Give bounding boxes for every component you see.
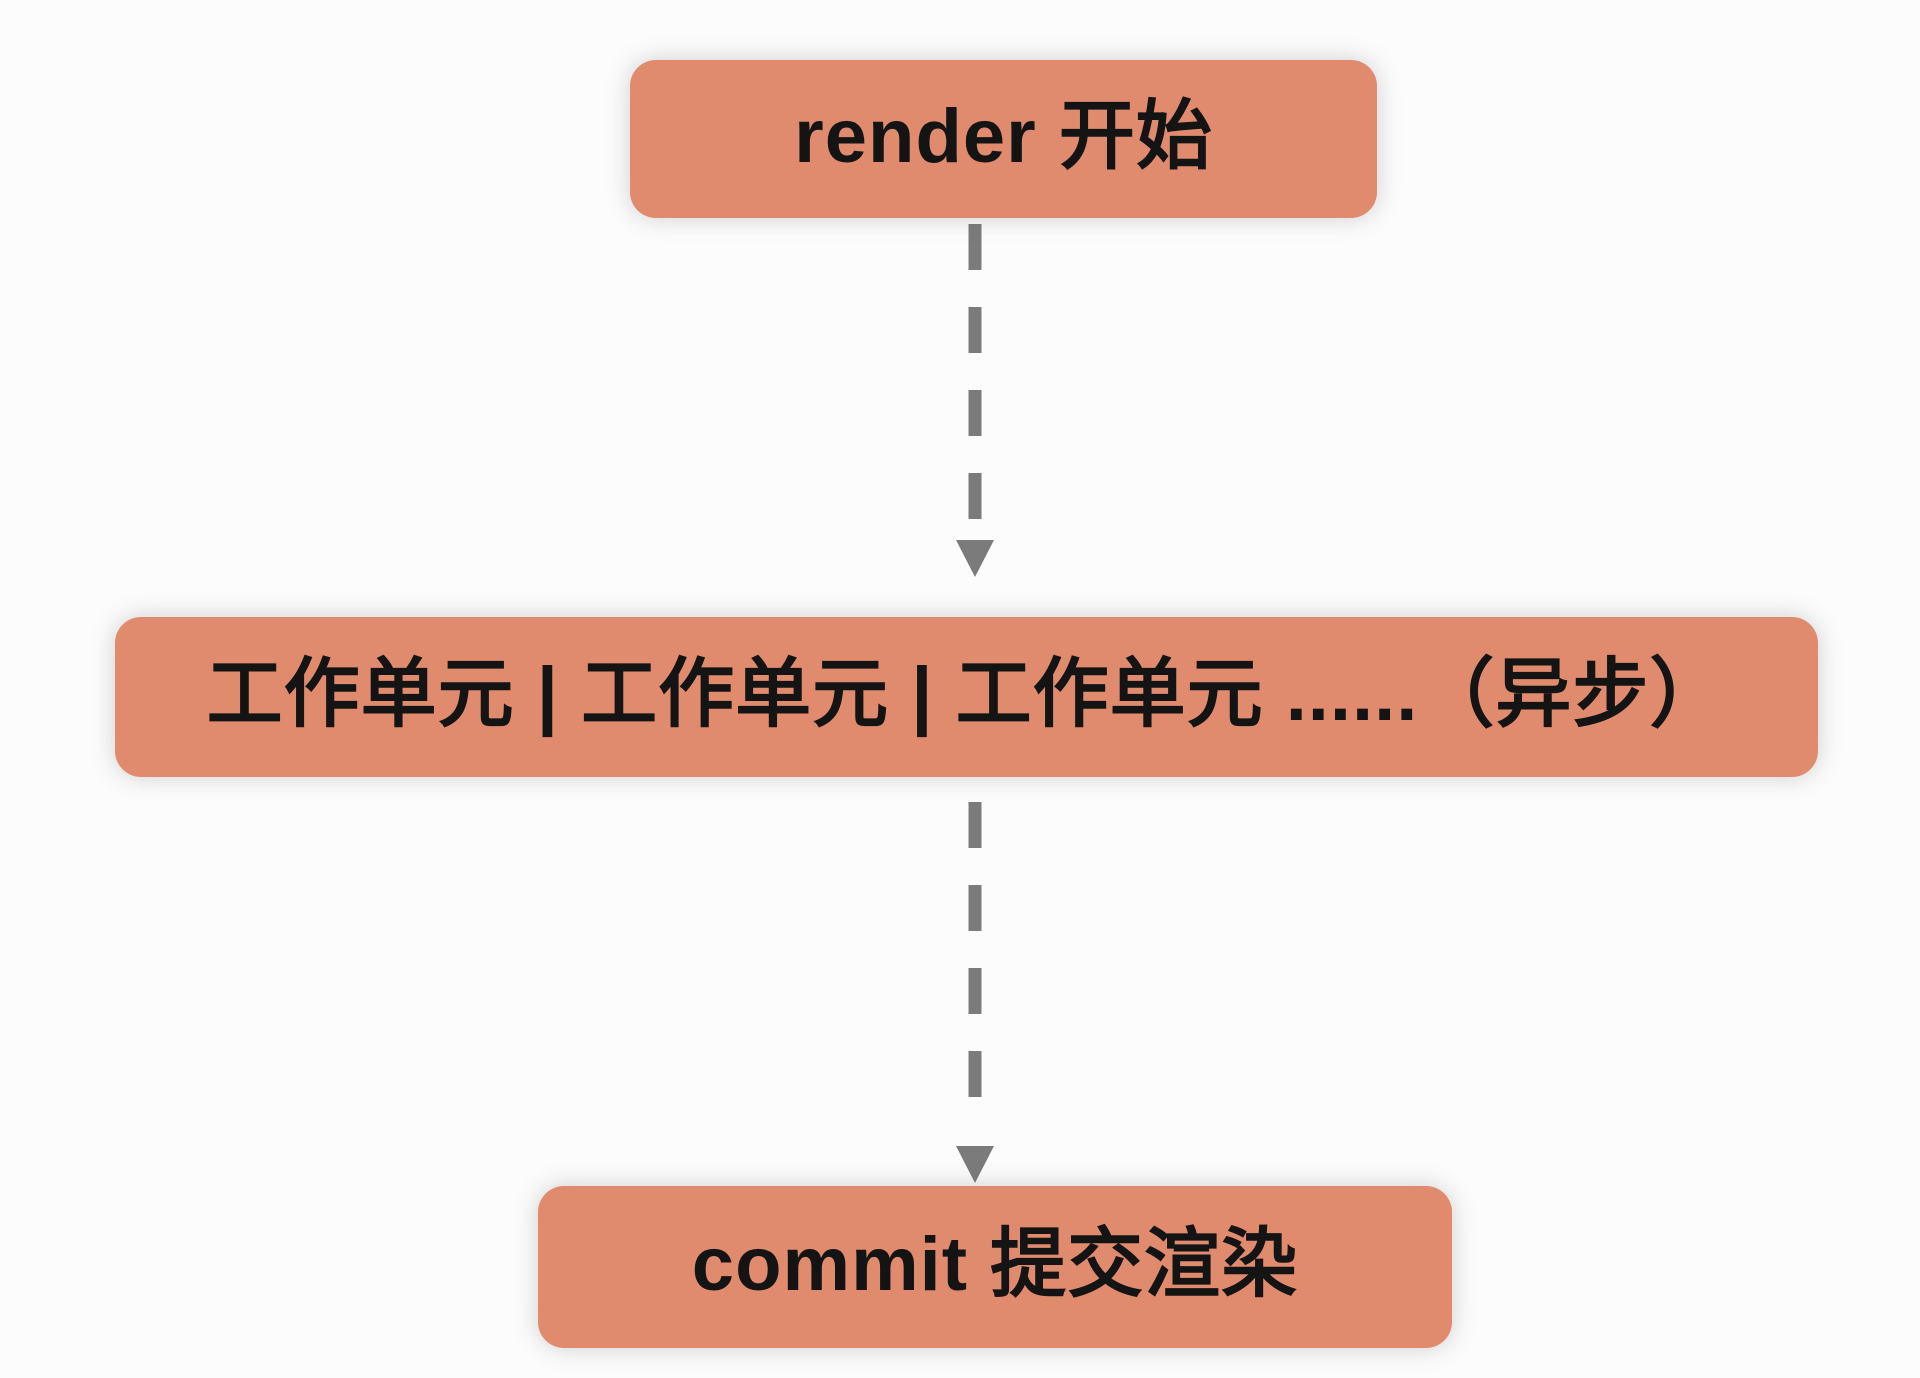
node-commit-render-label: commit 提交渲染	[691, 1222, 1299, 1307]
dashed-arrow-2-head-icon	[956, 1146, 994, 1183]
node-render-start: render 开始	[630, 60, 1377, 218]
node-commit-render: commit 提交渲染	[538, 1186, 1452, 1348]
dashed-arrow-1-head-icon	[956, 540, 994, 577]
node-work-units-label: 工作单元 | 工作单元 | 工作单元 ......（异步）	[206, 652, 1727, 737]
node-work-units: 工作单元 | 工作单元 | 工作单元 ......（异步）	[115, 617, 1818, 777]
node-render-start-label: render 开始	[794, 94, 1213, 179]
